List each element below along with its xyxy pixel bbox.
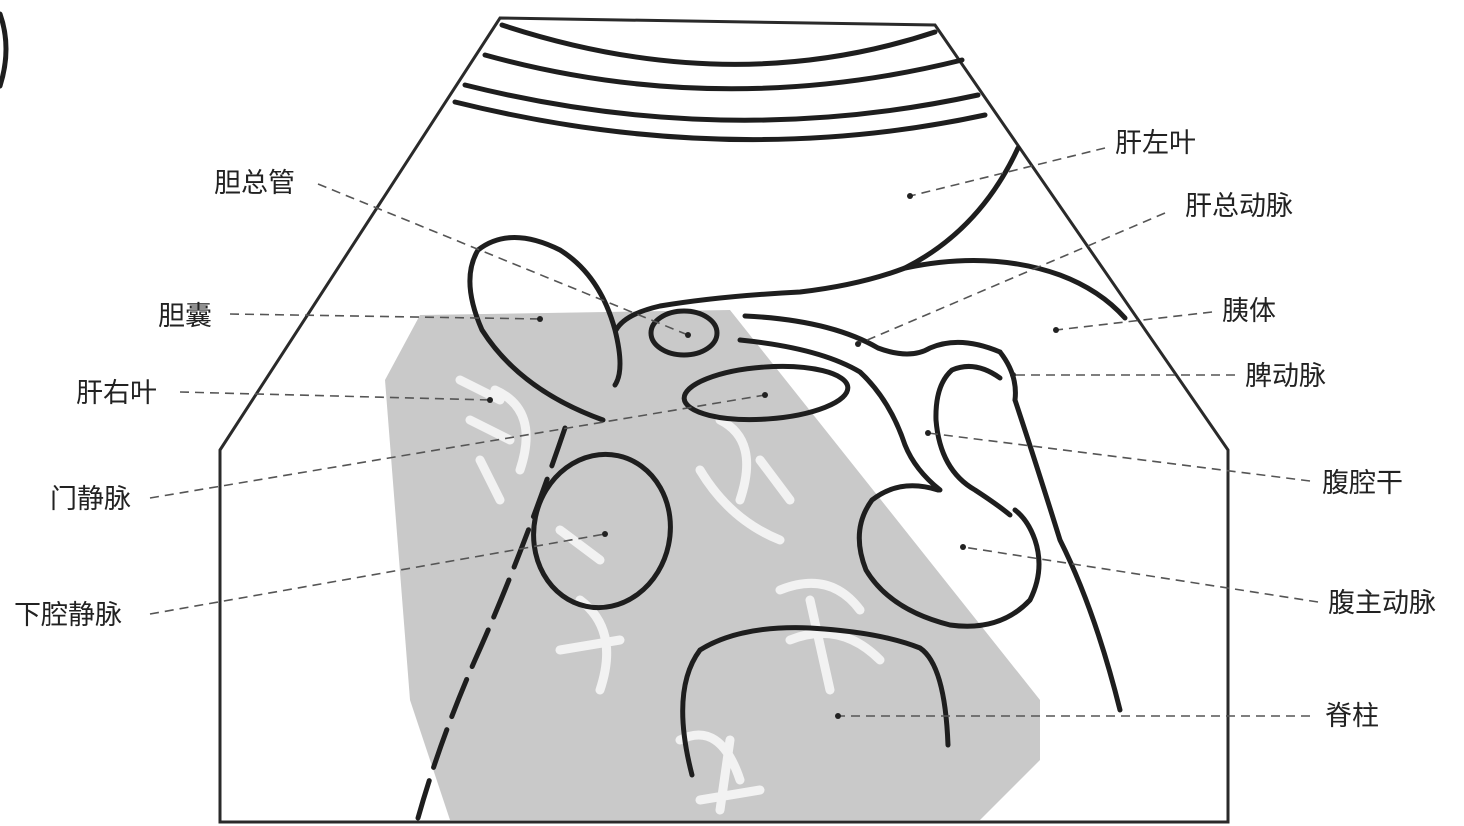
label-common-bile-duct: 胆总管 bbox=[214, 168, 295, 199]
label-pancreas-body: 胰体 bbox=[1222, 296, 1276, 327]
label-portal-vein: 门静脉 bbox=[50, 484, 131, 515]
label-abdominal-aorta: 腹主动脉 bbox=[1328, 588, 1436, 619]
label-celiac-trunk: 腹腔干 bbox=[1322, 468, 1403, 499]
label-inferior-vena-cava: 下腔静脉 bbox=[14, 600, 122, 631]
right-vessel-contour bbox=[1015, 400, 1120, 710]
left-lobe-boundary bbox=[616, 148, 1018, 330]
abdominal-wall-layers bbox=[455, 25, 985, 140]
edge-bracket bbox=[0, 14, 6, 86]
label-common-hepatic-artery: 肝总动脉 bbox=[1185, 191, 1293, 222]
celiac-trunk-outline bbox=[936, 352, 1015, 515]
label-gallbladder: 胆囊 bbox=[158, 301, 212, 332]
label-right-liver-lobe: 肝右叶 bbox=[76, 378, 157, 409]
label-spine: 脊柱 bbox=[1325, 701, 1379, 732]
label-splenic-artery: 脾动脉 bbox=[1245, 361, 1326, 392]
label-left-liver-lobe: 肝左叶 bbox=[1115, 128, 1196, 159]
